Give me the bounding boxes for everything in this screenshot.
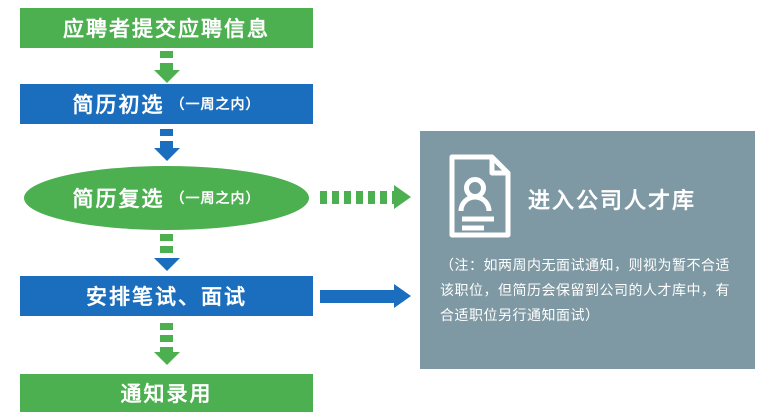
flow-step-resume-reselection: 简历复选 （一周之内）	[24, 166, 309, 230]
flow-step-submit-application: 应聘者提交应聘信息	[20, 8, 313, 48]
arrow-head-icon	[153, 258, 180, 271]
flow-step-sublabel: （一周之内）	[170, 96, 261, 112]
arrow-down-2	[153, 129, 180, 161]
arrow-head-icon	[153, 148, 180, 161]
arrow-shaft	[160, 129, 173, 148]
talent-pool-note: （注：如两周内无面试通知，则视为暂不合适该职位，但简历会保留到公司的人才库中，有…	[440, 257, 730, 324]
arrow-shaft	[160, 51, 173, 70]
flow-step-test-and-interview: 安排笔试、面试	[20, 276, 313, 316]
flow-step-label: 安排笔试、面试	[86, 286, 247, 309]
flow-step-label: 简历复选	[72, 188, 165, 211]
arrow-head-icon	[153, 70, 180, 83]
talent-pool-title: 进入公司人才库	[528, 188, 697, 213]
arrow-head-icon	[153, 352, 180, 365]
arrow-head-icon	[394, 284, 411, 308]
flow-step-sublabel: （一周之内）	[170, 190, 261, 206]
arrow-right-from-reselection	[320, 185, 411, 209]
resume-person-document-icon	[448, 153, 512, 244]
arrow-shaft	[320, 190, 394, 204]
flow-step-label: 简历初选	[72, 94, 165, 117]
arrow-shaft	[160, 323, 173, 352]
flow-step-label: 应聘者提交应聘信息	[63, 18, 270, 41]
arrow-down-3	[153, 234, 180, 271]
arrow-down-1	[153, 51, 180, 83]
arrow-down-4	[153, 323, 180, 365]
flow-step-initial-screening: 简历初选 （一周之内）	[20, 84, 313, 124]
arrow-shaft	[320, 289, 394, 303]
arrow-right-from-interview	[320, 284, 411, 308]
flow-step-offer-notice: 通知录用	[20, 374, 313, 412]
talent-pool-panel: 进入公司人才库 （注：如两周内无面试通知，则视为暂不合适该职位，但简历会保留到公…	[420, 131, 755, 369]
flow-step-label: 通知录用	[120, 383, 213, 406]
arrow-head-icon	[394, 185, 411, 209]
arrow-shaft	[160, 234, 173, 258]
